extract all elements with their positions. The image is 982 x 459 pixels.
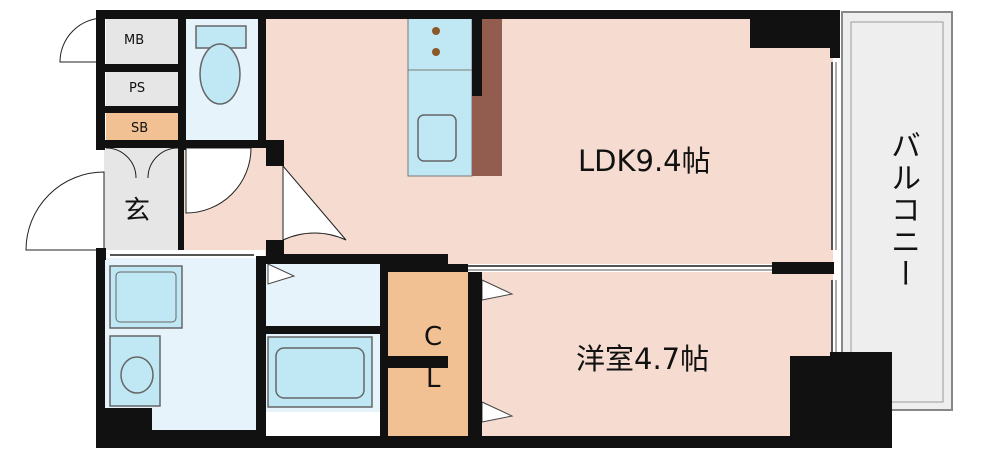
ldk-floor xyxy=(265,18,833,264)
balcony-area xyxy=(841,11,953,411)
mb-box xyxy=(106,18,178,64)
closet-floor xyxy=(388,272,468,436)
toilet-bowl-icon xyxy=(199,43,241,105)
mb-door-swing xyxy=(59,17,105,63)
bath-door-marker xyxy=(267,263,296,285)
ps-label: PS xyxy=(129,81,146,96)
shoe-cabinet-door-right xyxy=(147,147,179,179)
balcony-inner xyxy=(850,21,944,403)
entrance-floor xyxy=(104,143,182,250)
western-room-floor xyxy=(468,272,833,436)
mb-label: MB xyxy=(124,33,145,48)
burner-icon xyxy=(432,48,440,56)
sink-icon xyxy=(417,114,457,162)
entrance-label: 玄 xyxy=(124,196,151,226)
ldk-door-swing xyxy=(282,164,347,241)
washer-pan-inner xyxy=(115,271,177,323)
ldk-label: LDK9.4帖 xyxy=(578,144,711,178)
burner-icon xyxy=(432,27,440,35)
counter-wall xyxy=(472,18,482,96)
ps-box xyxy=(106,72,178,106)
sb-box xyxy=(106,113,178,143)
sb-label: SB xyxy=(131,121,149,136)
balcony-label: バルコニー xyxy=(885,130,920,290)
vanity-basin-icon xyxy=(120,356,154,394)
closet-l-label: L xyxy=(426,364,441,394)
western-room-label: 洋室4.7帖 xyxy=(576,342,710,376)
shoe-cabinet-door-left xyxy=(105,147,137,179)
walls xyxy=(96,10,892,448)
entry-door-swing xyxy=(25,171,105,251)
closet-c-label: C xyxy=(424,322,443,352)
bathtub-inner xyxy=(275,347,365,399)
toilet-door-swing xyxy=(185,147,252,214)
